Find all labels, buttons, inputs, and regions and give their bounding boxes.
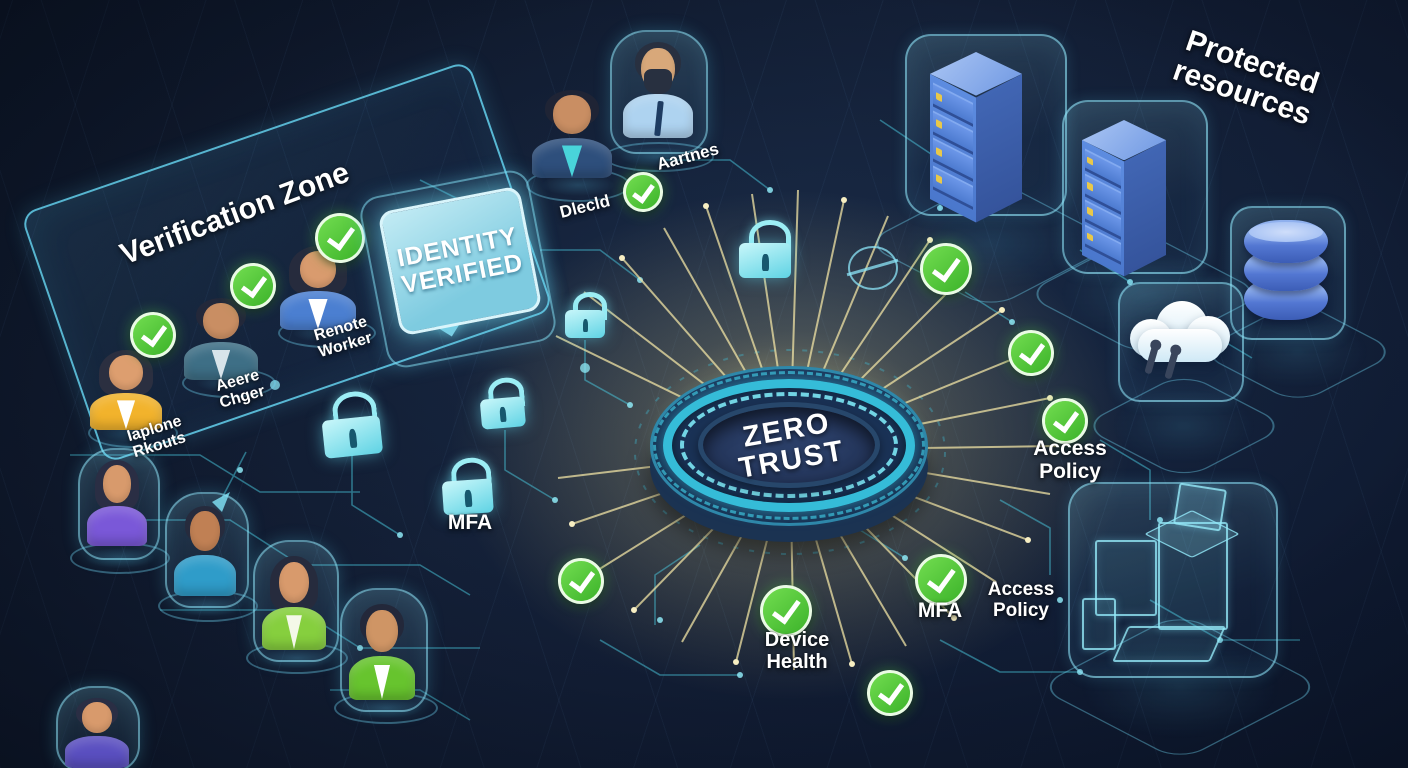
- lock-icon-2: [478, 376, 527, 430]
- lock-icon-4: [739, 220, 791, 278]
- avatar-user-teal: [173, 506, 237, 596]
- mfa-left-label: MFA: [447, 511, 493, 534]
- avatar-employee-1: [88, 350, 164, 430]
- server-icon-2: [1082, 120, 1166, 277]
- avatar-platform: [70, 542, 170, 574]
- database-icon: [1244, 220, 1328, 322]
- mfa-lock-icon: [440, 456, 494, 516]
- avatar-user-top: [530, 90, 614, 178]
- scan-target-icon: [848, 246, 898, 290]
- avatar-user-purple: [86, 460, 148, 546]
- avatar-partner: [622, 42, 694, 138]
- avatar-user-green2: [348, 604, 416, 700]
- cloud-icon: [1130, 298, 1230, 380]
- avatar-user-partial: [64, 698, 130, 768]
- avatar-user-green: [261, 556, 327, 650]
- server-icon-1: [930, 52, 1022, 223]
- lock-icon-3: [565, 292, 607, 338]
- lock-icon-1: [319, 389, 384, 459]
- mfa-right-label: MFA: [917, 599, 963, 622]
